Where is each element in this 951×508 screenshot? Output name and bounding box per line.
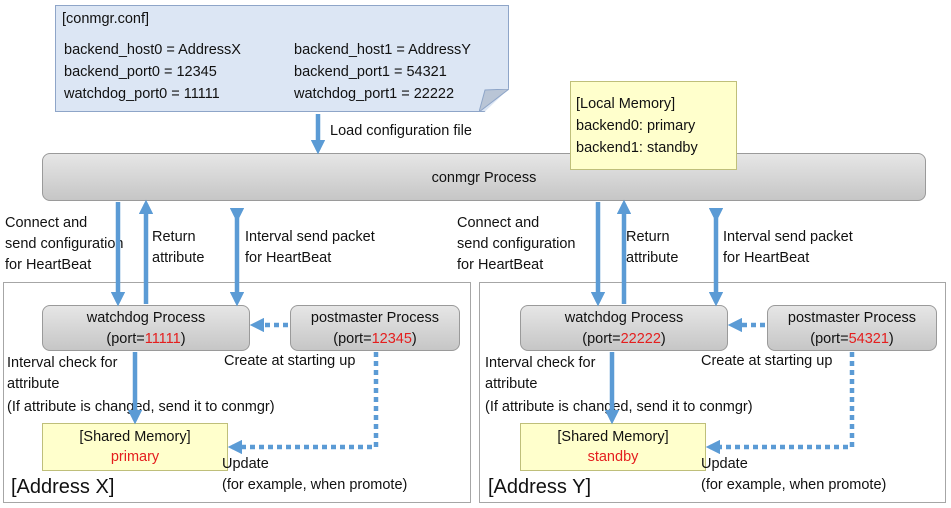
postmaster-process-y: postmaster Process (port=54321)	[767, 305, 937, 351]
conmgr-conf-note	[55, 5, 509, 112]
connect-label-y-1: Connect and	[457, 215, 540, 231]
postmaster-name-x: postmaster Process	[310, 310, 440, 326]
interval-label-x-2: for HeartBeat	[245, 250, 332, 266]
update-arrow-x	[227, 352, 379, 455]
postmaster-port-y: (port=54321)	[810, 331, 894, 347]
watchdog-process-y: watchdog Process (port=22222)	[520, 305, 728, 351]
connect-label-x-1: Connect and	[5, 215, 88, 231]
check-label-x-2: attribute	[7, 376, 60, 392]
conf-left-line-1: backend_host0 = AddressX	[64, 42, 241, 58]
connect-label-x-2: send configuration	[5, 236, 124, 252]
local-memory-line-2: backend1: standby	[576, 140, 698, 156]
shared-memory-value-x: primary	[110, 449, 160, 465]
connect-label-y-2: send configuration	[457, 236, 576, 252]
shared-memory-y: [Shared Memory] standby	[520, 423, 706, 471]
check-label-y-3: (If attribute is changed, send it to con…	[485, 399, 753, 415]
check-label-y-2: attribute	[485, 376, 538, 392]
interval-label-y-2: for HeartBeat	[723, 250, 810, 266]
shared-memory-title-x: [Shared Memory]	[79, 429, 191, 445]
conmgr-process-label: conmgr Process	[431, 170, 537, 186]
shared-memory-title-y: [Shared Memory]	[557, 429, 669, 445]
update-label-y-1: Update	[701, 456, 748, 472]
update-label-x-2: (for example, when promote)	[222, 477, 408, 493]
postmaster-process-x: postmaster Process (port=12345)	[290, 305, 460, 351]
postmaster-port-x: (port=12345)	[333, 331, 417, 347]
update-label-y-2: (for example, when promote)	[701, 477, 887, 493]
update-arrow-y	[705, 352, 855, 455]
postmaster-name-y: postmaster Process	[787, 310, 917, 326]
address-x-label: [Address X]	[11, 476, 115, 498]
connect-label-x-3: for HeartBeat	[5, 257, 92, 273]
interval-label-y-1: Interval send packet	[723, 229, 853, 245]
watchdog-name-y: watchdog Process	[564, 310, 684, 326]
conf-right-line-1: backend_host1 = AddressY	[294, 42, 471, 58]
return-label-x-1: Return	[152, 229, 196, 245]
shared-memory-x: [Shared Memory] primary	[42, 423, 228, 471]
create-label-x: Create at starting up	[224, 353, 356, 369]
address-y-label: [Address Y]	[488, 476, 592, 498]
check-label-x-1: Interval check for	[7, 355, 118, 371]
create-label-y: Create at starting up	[701, 353, 833, 369]
watchdog-port-y: (port=22222)	[582, 331, 666, 347]
watchdog-name-x: watchdog Process	[86, 310, 206, 326]
check-label-x-3: (If attribute is changed, send it to con…	[7, 399, 275, 415]
local-memory-note	[570, 81, 737, 170]
return-label-x-2: attribute	[152, 250, 205, 266]
return-label-y-2: attribute	[626, 250, 679, 266]
local-memory-title: [Local Memory]	[576, 96, 676, 112]
shared-memory-value-y: standby	[587, 449, 639, 465]
local-memory-line-1: backend0: primary	[576, 118, 696, 134]
conf-title: [conmgr.conf]	[62, 11, 150, 27]
watchdog-process-x: watchdog Process (port=11111)	[42, 305, 250, 351]
check-label-y-1: Interval check for	[485, 355, 596, 371]
conf-right-line-3: watchdog_port1 = 22222	[294, 86, 455, 102]
conf-left-line-2: backend_port0 = 12345	[64, 64, 217, 80]
conmgr-process: conmgr Process	[42, 153, 926, 201]
watchdog-port-x: (port=11111)	[106, 331, 186, 347]
note-fold-icon	[479, 89, 509, 112]
return-label-y-1: Return	[626, 229, 670, 245]
load-config-label: Load configuration file	[330, 123, 472, 139]
interval-label-x-1: Interval send packet	[245, 229, 375, 245]
connect-label-y-3: for HeartBeat	[457, 257, 544, 273]
conf-right-line-2: backend_port1 = 54321	[294, 64, 447, 80]
conf-left-line-3: watchdog_port0 = 11111	[64, 86, 220, 102]
update-label-x-1: Update	[222, 456, 269, 472]
